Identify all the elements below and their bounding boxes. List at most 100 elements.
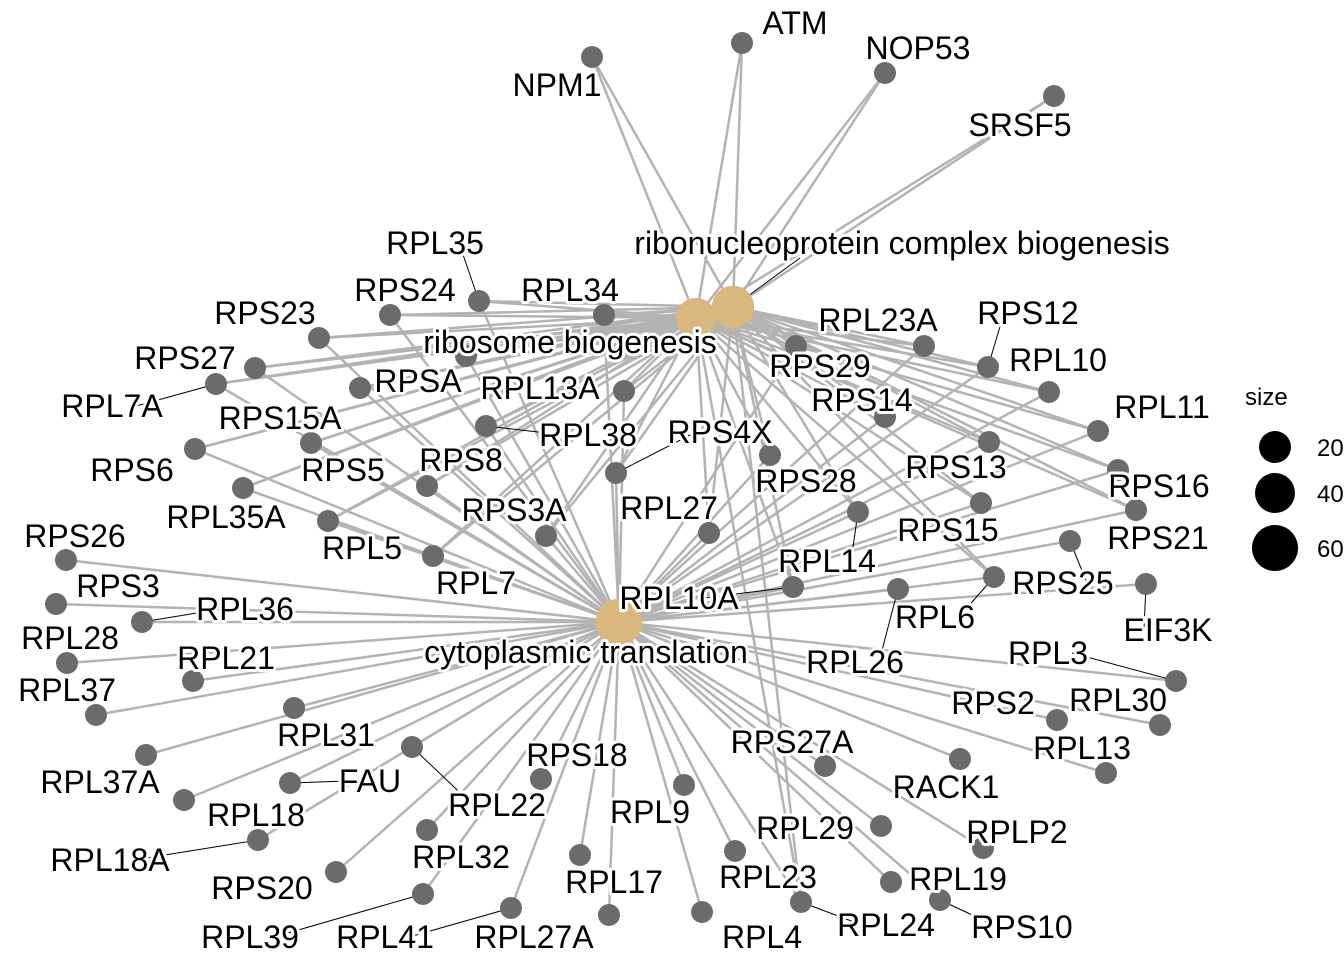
leader-line	[615, 431, 697, 474]
gene-node-rplp2[interactable]	[972, 837, 994, 859]
leader-line	[273, 893, 424, 938]
gene-node-nop53[interactable]	[874, 62, 896, 84]
gene-node-rpl30[interactable]	[1149, 714, 1171, 736]
gene-node-rpl37[interactable]	[85, 704, 107, 726]
gene-node-rpl27a[interactable]	[598, 904, 620, 926]
gene-node-rps23[interactable]	[308, 327, 330, 349]
edge-rps28-term0	[618, 454, 771, 623]
leader-line	[878, 588, 899, 663]
gene-node-rpl23a[interactable]	[913, 335, 935, 357]
gene-node-rpsa[interactable]	[349, 377, 371, 399]
gene-node-rps27a[interactable]	[814, 755, 836, 777]
gene-label-rps21: RPS21	[1107, 520, 1208, 556]
gene-node-rpl35[interactable]	[468, 290, 490, 312]
gene-node-rpl35a[interactable]	[232, 477, 254, 499]
gene-node-rps29[interactable]	[785, 335, 807, 357]
gene-node-rps20[interactable]	[325, 861, 347, 883]
edge-rpl27-term1	[694, 317, 711, 534]
edge-rps18-term0	[539, 621, 621, 780]
gene-node-eif3k[interactable]	[1135, 573, 1157, 595]
gene-node-rps25[interactable]	[1059, 530, 1081, 552]
gene-node-rps28[interactable]	[759, 444, 781, 466]
edge-rpl5-term1	[432, 317, 697, 557]
gene-node-rpl23[interactable]	[724, 840, 746, 862]
gene-node-rpl29[interactable]	[870, 815, 892, 837]
gene-node-rpl11[interactable]	[1087, 420, 1109, 442]
gene-node-rps12[interactable]	[977, 356, 999, 378]
gene-node-rps8[interactable]	[416, 475, 438, 497]
gene-node-rpl31[interactable]	[283, 697, 305, 719]
edge-rpl41-term0	[509, 621, 621, 909]
gene-node-rps6[interactable]	[184, 438, 206, 460]
gene-label-rpl35a: RPL35A	[166, 499, 286, 535]
gene-node-rps3[interactable]	[45, 593, 67, 615]
gene-node-rpl32[interactable]	[416, 819, 438, 841]
gene-node-rps4x[interactable]	[605, 462, 627, 484]
edge-eif3k-term0	[618, 582, 1147, 624]
gene-label-rpl5: RPL5	[322, 530, 402, 566]
edge-rpl10-term1	[695, 316, 1050, 394]
gene-node-rpl38[interactable]	[475, 415, 497, 437]
gene-node-rps18[interactable]	[530, 768, 552, 790]
gene-node-rpl7a[interactable]	[205, 373, 227, 395]
gene-node-rpl7[interactable]	[455, 345, 477, 367]
gene-node-rpl22[interactable]	[401, 736, 423, 758]
edge-rpl14-term1	[695, 317, 859, 513]
gene-node-rps14[interactable]	[874, 406, 896, 428]
gene-node-rpl10a[interactable]	[782, 576, 804, 598]
gene-node-srsf5[interactable]	[1043, 85, 1065, 107]
gene-node-rpl34[interactable]	[593, 304, 615, 326]
gene-node-rpl14[interactable]	[847, 501, 869, 523]
gene-node-rpl19[interactable]	[880, 871, 902, 893]
gene-node-atm[interactable]	[731, 32, 753, 54]
edge-srsf5-term1	[695, 94, 1055, 320]
gene-node-rpl41[interactable]	[500, 897, 522, 919]
gene-node-rpl4[interactable]	[691, 901, 713, 923]
gene-node-rpl3[interactable]	[1165, 670, 1187, 692]
gene-node-rpl5[interactable]	[422, 545, 444, 567]
gene-node-rpl21[interactable]	[182, 670, 204, 692]
gene-node-rpl9[interactable]	[673, 774, 695, 796]
gene-node-rps27[interactable]	[244, 357, 266, 379]
gene-label-rpl10a: RPL10A	[619, 580, 739, 616]
edge-rps6-term0	[194, 447, 620, 624]
gene-node-rps13[interactable]	[978, 431, 1000, 453]
edge-rps12-term0	[618, 365, 989, 624]
term-node-0[interactable]	[595, 598, 643, 646]
gene-node-rpl39[interactable]	[412, 883, 434, 905]
gene-node-rps15[interactable]	[970, 492, 992, 514]
gene-node-rps15a[interactable]	[300, 432, 322, 454]
term-node-1[interactable]	[675, 297, 717, 339]
gene-node-rpl6[interactable]	[983, 566, 1005, 588]
gene-node-rps26[interactable]	[55, 549, 77, 571]
gene-node-rpl18a[interactable]	[247, 829, 269, 851]
leader-line	[141, 608, 222, 623]
gene-node-rpl10[interactable]	[1038, 381, 1060, 403]
gene-node-rpl17[interactable]	[569, 844, 591, 866]
gene-node-rack1[interactable]	[949, 748, 971, 770]
gene-node-rpl18[interactable]	[173, 789, 195, 811]
gene-node-npm1[interactable]	[581, 46, 603, 68]
gene-node-rpl13[interactable]	[1095, 762, 1117, 784]
gene-node-rps24[interactable]	[379, 304, 401, 326]
gene-node-rpl37a[interactable]	[135, 744, 157, 766]
edge-rpl29-term0	[618, 621, 882, 827]
gene-node-rpl24[interactable]	[790, 891, 812, 913]
gene-node-fau[interactable]	[279, 772, 301, 794]
gene-node-rps16[interactable]	[1107, 459, 1129, 481]
gene-node-rps5[interactable]	[317, 510, 339, 532]
gene-node-rps21[interactable]	[1125, 499, 1147, 521]
gene-node-rpl26[interactable]	[887, 578, 909, 600]
edge-rps21-term1	[695, 316, 1137, 512]
gene-node-rpl28[interactable]	[56, 652, 78, 674]
gene-node-rpl27[interactable]	[698, 522, 720, 544]
gene-node-rps2[interactable]	[1046, 709, 1068, 731]
gene-label-rpl38: RPL38	[539, 417, 637, 453]
term-node-2[interactable]	[711, 285, 755, 329]
gene-label-rpl27a: RPL27A	[474, 919, 594, 955]
edge-rpl5-term2	[432, 306, 734, 557]
gene-node-rpl36[interactable]	[131, 611, 153, 633]
gene-node-rpl13a[interactable]	[613, 380, 635, 402]
gene-node-rps10[interactable]	[929, 889, 951, 911]
gene-node-rps3a[interactable]	[535, 525, 557, 547]
